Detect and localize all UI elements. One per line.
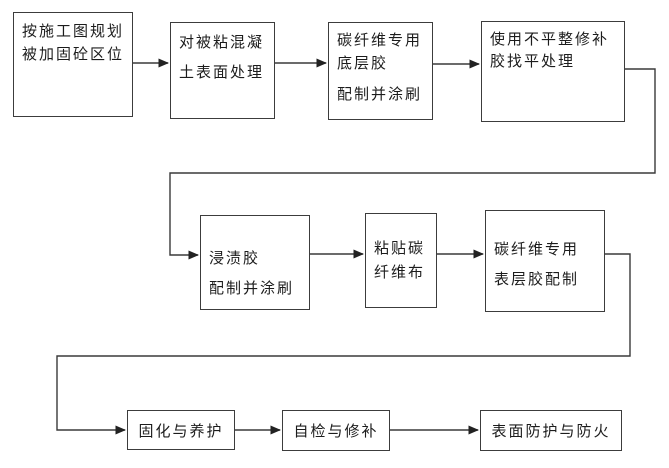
flow-step-surface-protection-fireproofing: 表面防护与防火 [480, 410, 622, 451]
flow-step-curing-maintenance: 固化与养护 [127, 410, 235, 450]
flow-step-impregnation-adhesive: 浸渍胶 配制并涂刷 [200, 215, 310, 310]
flow-step-line: 固化与养护 [138, 422, 224, 440]
flow-step-line: 碳纤维专用 [494, 241, 580, 258]
flow-step-line: 使用不平整修补 [490, 31, 610, 48]
flow-step-line: 碳纤维专用 [337, 32, 423, 49]
flow-step-plan-reinforced-area: 按施工图规划 被加固砼区位 [13, 12, 133, 117]
flow-step-line: 土表面处理 [179, 64, 265, 81]
flow-step-leveling-repair: 使用不平整修补 胶找平处理 [481, 21, 625, 122]
flow-step-line: 对被粘混凝 [179, 34, 265, 51]
flow-step-line: 表面防护与防火 [491, 423, 611, 440]
flow-step-line: 配制并涂刷 [337, 86, 423, 103]
flow-step-line: 按施工图规划 [22, 23, 125, 40]
flow-step-line: 胶找平处理 [490, 53, 576, 70]
connector-step7-step8 [56, 253, 631, 435]
flow-step-line: 纤维布 [374, 264, 426, 281]
flow-step-line: 浸渍胶 [209, 250, 261, 267]
flow-step-self-inspection-repair: 自检与修补 [282, 410, 390, 451]
flow-step-line: 自检与修补 [293, 423, 379, 440]
flow-step-line: 配制并涂刷 [209, 280, 295, 297]
flow-step-concrete-surface-treatment: 对被粘混凝 土表面处理 [170, 22, 275, 119]
flow-step-line: 粘贴碳 [374, 240, 426, 257]
flow-step-line: 被加固砼区位 [22, 46, 125, 63]
flow-step-primer-adhesive: 碳纤维专用 底层胶 配制并涂刷 [328, 22, 433, 120]
flow-step-line: 底层胶 [337, 55, 389, 72]
flow-step-top-coat-adhesive: 碳纤维专用 表层胶配制 [485, 210, 605, 312]
flow-step-paste-carbon-fiber-cloth: 粘贴碳 纤维布 [365, 213, 437, 308]
connector-step4-step5 [169, 68, 656, 260]
flow-step-line: 表层胶配制 [494, 271, 580, 288]
